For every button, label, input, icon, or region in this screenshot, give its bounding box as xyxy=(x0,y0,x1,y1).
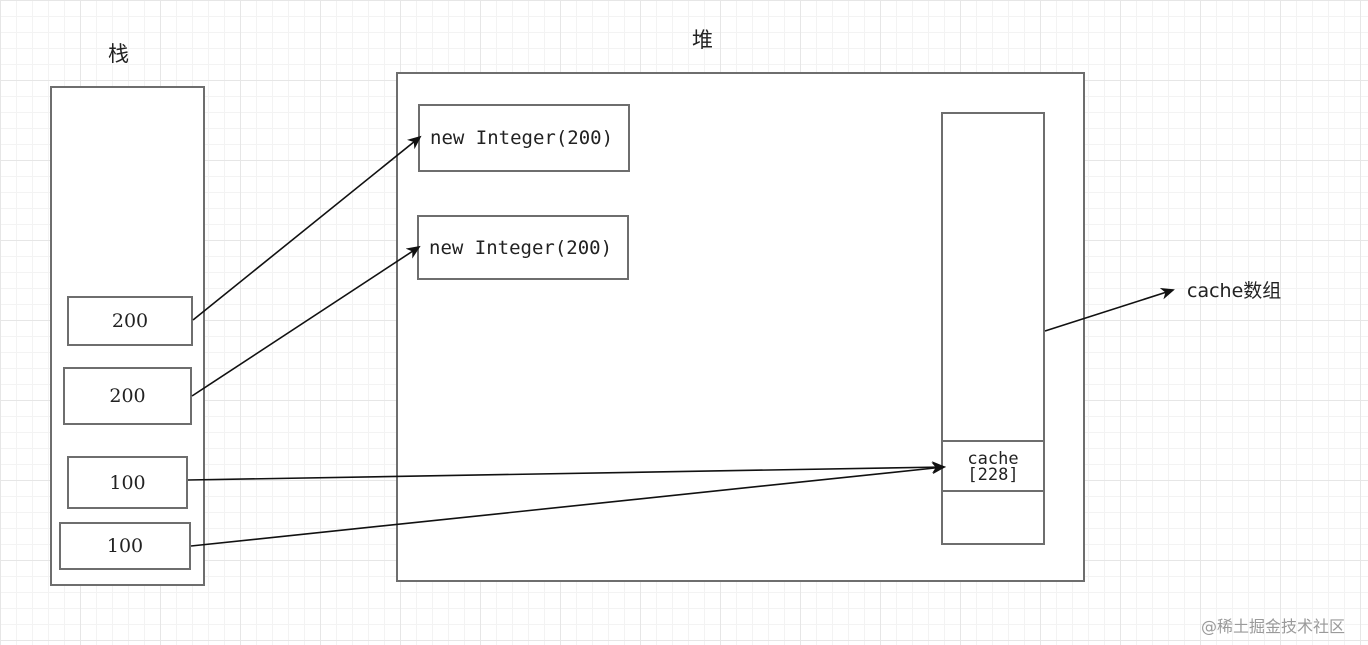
stack-cell-3: 100 xyxy=(67,456,188,509)
cache-cell-228: cache [228] xyxy=(941,440,1045,492)
heap-object-1: new Integer(200) xyxy=(418,104,630,172)
stack-cell-2: 200 xyxy=(63,367,192,425)
arrow-stack1-to-object1 xyxy=(192,135,422,321)
cache-array-label: cache数组 xyxy=(1187,280,1282,302)
heap-object-2: new Integer(200) xyxy=(417,215,629,280)
cache-cell-index: [228] xyxy=(967,465,1019,485)
stack-cell-4: 100 xyxy=(59,522,191,570)
cache-cell-label: cache xyxy=(967,449,1019,469)
stack-title: 栈 xyxy=(108,42,129,66)
stack-cell-1: 200 xyxy=(67,296,193,346)
arrow-stack2-to-object2 xyxy=(191,245,421,397)
heap-title: 堆 xyxy=(692,28,713,52)
watermark: @稀土掘金技术社区 xyxy=(1201,617,1346,636)
